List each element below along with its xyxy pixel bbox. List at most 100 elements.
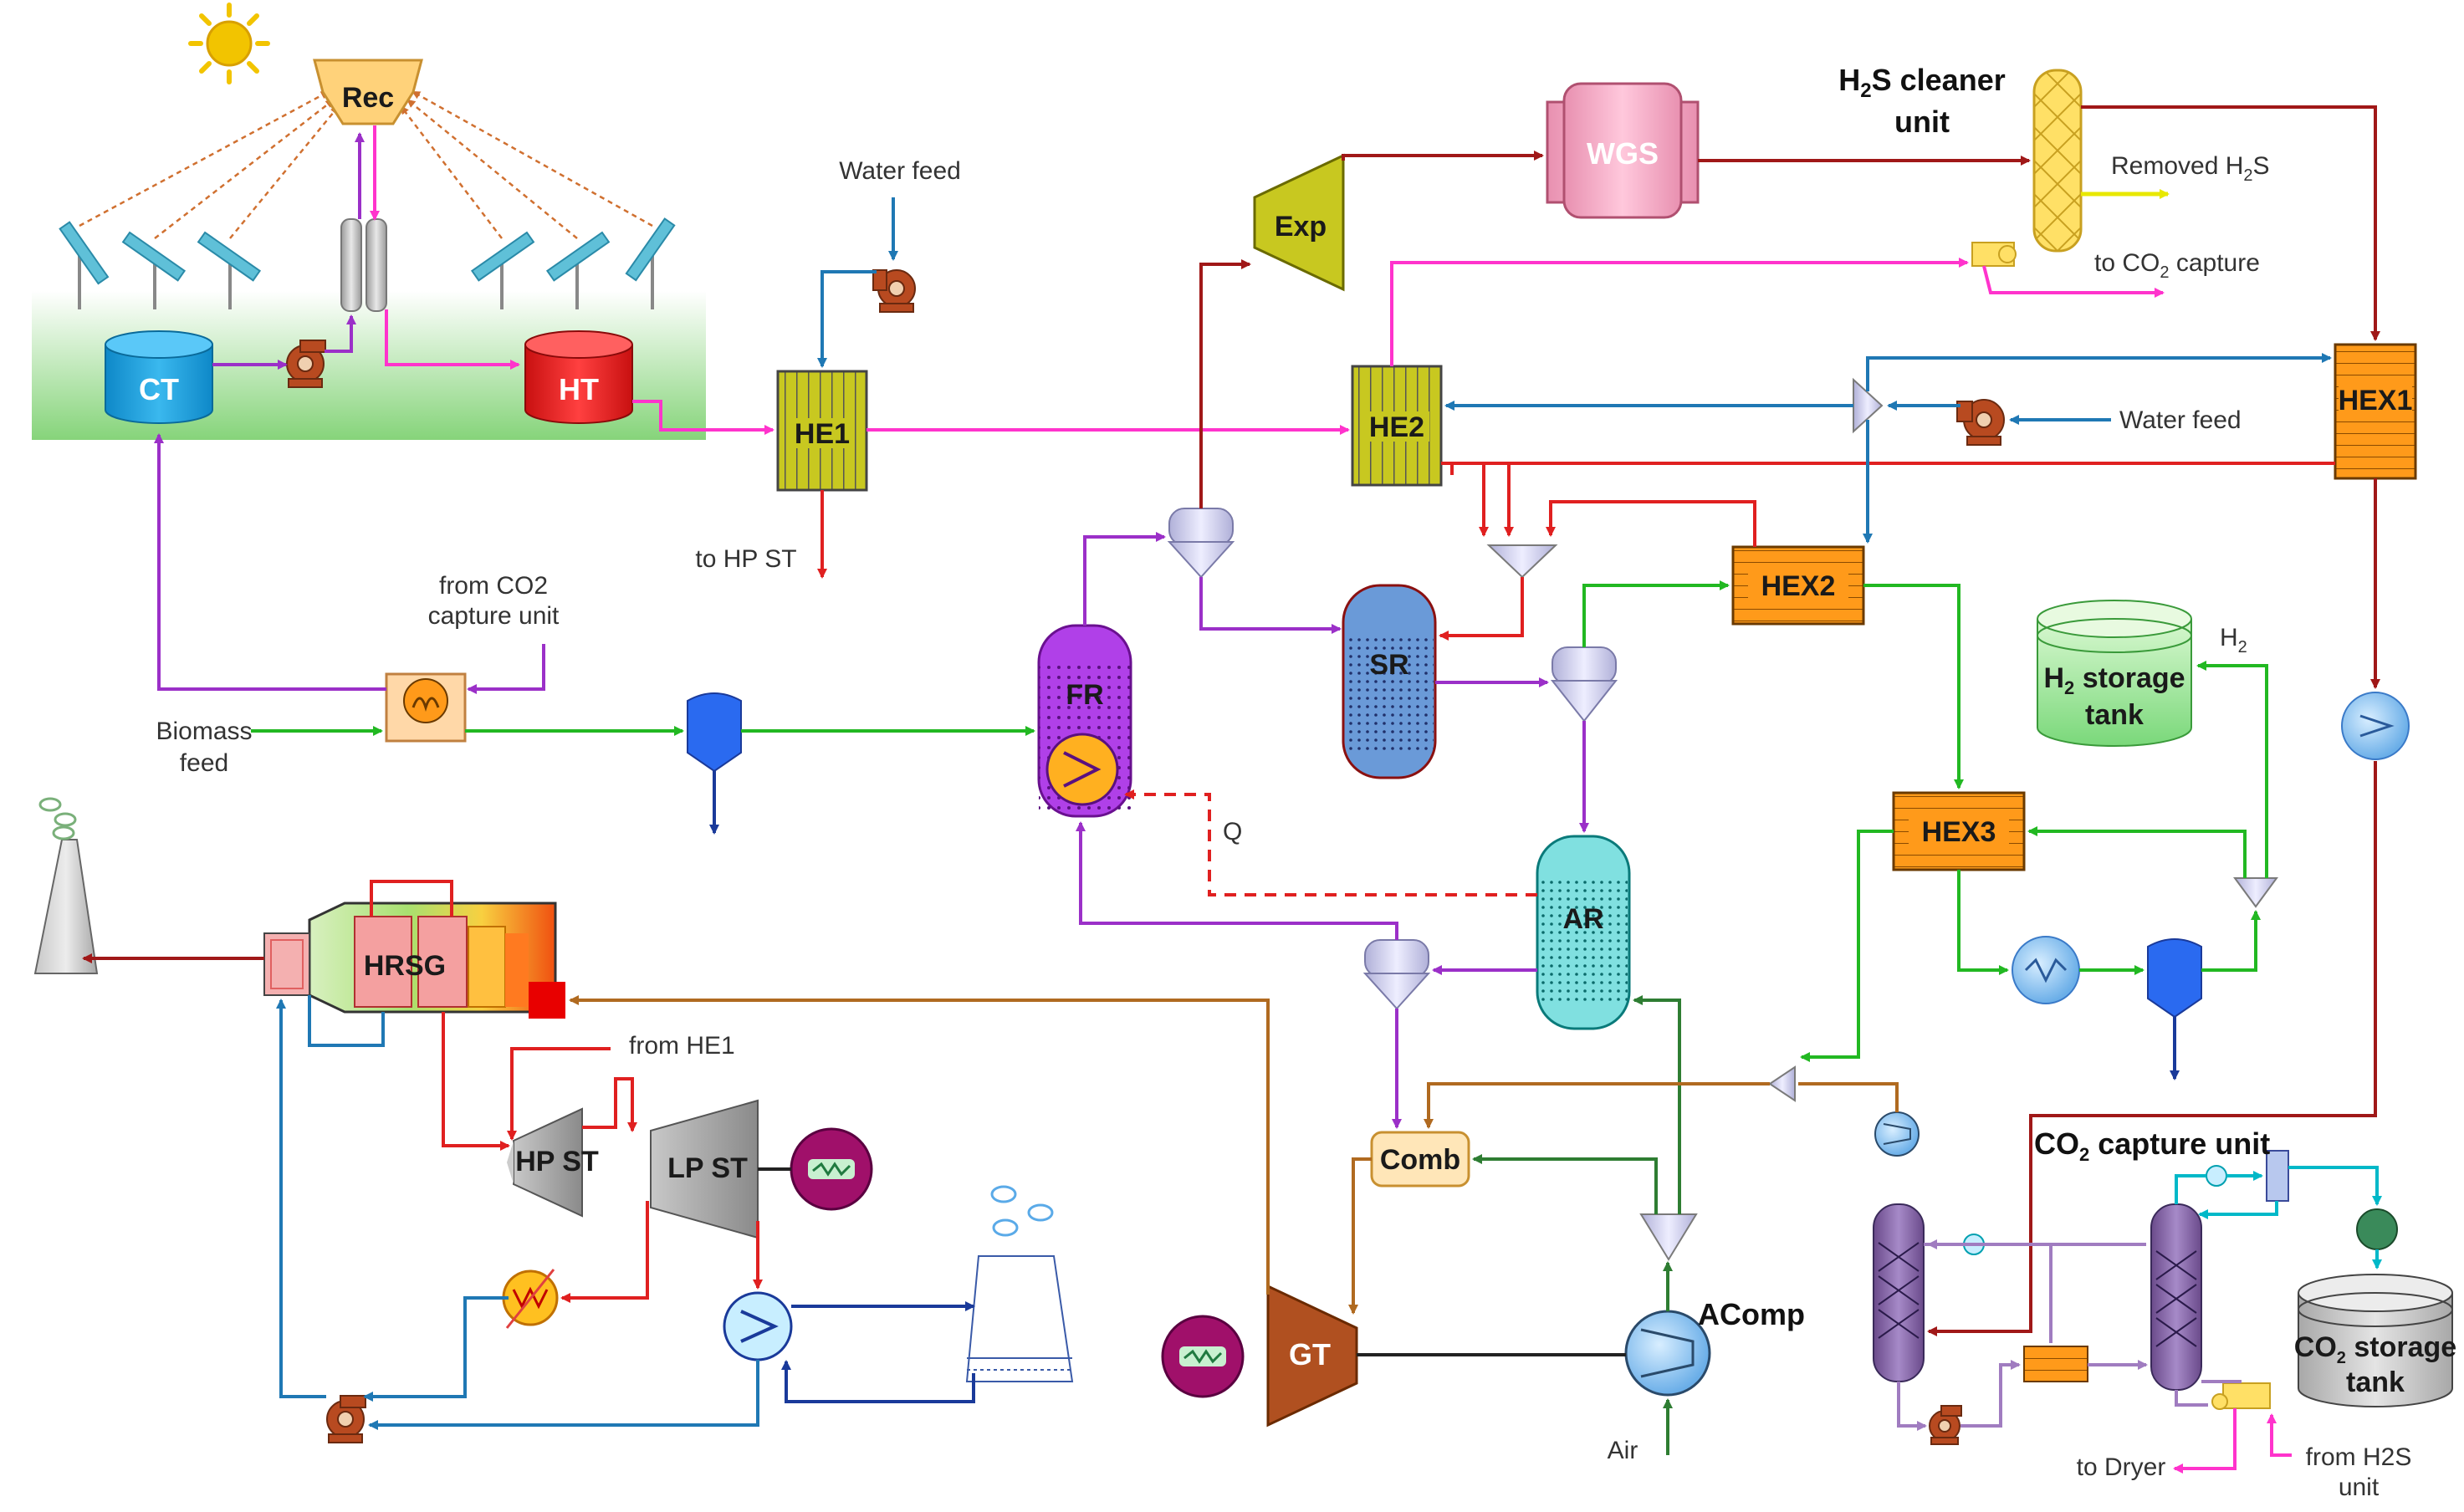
splitter-air bbox=[1639, 1213, 1698, 1261]
stream-heater-to-ct bbox=[154, 433, 386, 691]
wgs-label: WGS bbox=[1587, 136, 1659, 171]
cold-tank-label: CT bbox=[139, 372, 179, 406]
to-co2-capture-label: to CO2 capture bbox=[2094, 249, 2260, 282]
he1-label: HE1 bbox=[795, 418, 850, 450]
stream-to-dryer bbox=[2173, 1408, 2237, 1474]
stream-pump-to-tower bbox=[325, 314, 356, 353]
knockout-drum-h2 bbox=[2147, 938, 2202, 1019]
air-compressor bbox=[1624, 1310, 1711, 1397]
lean-rich-exchanger bbox=[2023, 1346, 2088, 1382]
h2s-cleaner-title-line2: unit bbox=[1894, 105, 1950, 139]
expander-label: Exp bbox=[1275, 211, 1327, 243]
hex2: HEX2 bbox=[1731, 545, 1865, 626]
heliostat-icon bbox=[470, 231, 535, 282]
comb-label: Comb bbox=[1380, 1144, 1460, 1176]
cyclone-separator-3 bbox=[1362, 939, 1431, 1010]
h2-out-label: H2 bbox=[2220, 624, 2247, 656]
hex2-label: HEX2 bbox=[1761, 570, 1836, 602]
stream-splitter-to-comb bbox=[1472, 1154, 1658, 1214]
stream-hpst-to-lpst bbox=[582, 1077, 637, 1132]
air-reactor-label: AR bbox=[1562, 903, 1603, 935]
hot-tank-label: HT bbox=[559, 372, 599, 406]
pump-icon bbox=[286, 340, 326, 388]
stream-sep2-to-hex2 bbox=[1582, 580, 1730, 647]
lp-steam-turbine: LP ST bbox=[650, 1099, 759, 1239]
stream-hrsg-loop bbox=[308, 995, 385, 1047]
stream-sep-to-exp bbox=[1199, 259, 1251, 508]
mixer-he2 bbox=[1486, 544, 1558, 579]
stream-heater-to-pump bbox=[363, 1296, 509, 1402]
to-hp-st-label: to HP ST bbox=[695, 545, 796, 573]
from-h2s-label-line2: unit bbox=[2339, 1474, 2380, 1501]
heat-flow-q bbox=[1124, 789, 1537, 896]
co2-compressor-top bbox=[1874, 1111, 1920, 1157]
stream-pump-to-lr bbox=[1960, 1360, 2021, 1428]
hrsg-label: HRSG bbox=[364, 950, 446, 982]
stream-labels: Water feed Water feed Removed H2S to CO2… bbox=[156, 152, 2411, 1501]
stream-pump-to-he1 bbox=[817, 270, 877, 368]
heliostat-icon bbox=[59, 221, 110, 285]
hex1: HEX1 bbox=[2334, 343, 2417, 480]
stream-splitter-to-h2 bbox=[2196, 661, 2268, 878]
heliostat-icon bbox=[197, 231, 262, 282]
stream-ko-to-splitter bbox=[2201, 910, 2261, 972]
stream-from-he1 bbox=[507, 1047, 611, 1141]
receiver: Rec bbox=[313, 59, 423, 125]
stream-hrsg-top-loop bbox=[370, 880, 453, 917]
stack bbox=[33, 797, 99, 974]
combustor: Comb bbox=[1370, 1131, 1470, 1188]
pump-icon bbox=[1929, 1405, 1962, 1445]
sun-icon bbox=[188, 3, 270, 84]
stream-pump-to-hrsg bbox=[276, 999, 326, 1398]
generator-icon bbox=[1161, 1315, 1245, 1398]
co2-storage-tank: CO2 storage tank bbox=[2294, 1274, 2456, 1407]
biomass-feed-label: Biomass bbox=[156, 718, 252, 745]
acomp-label: AComp bbox=[1698, 1297, 1805, 1331]
hex1-label: HEX1 bbox=[2339, 385, 2413, 416]
stream-mixer-to-sr bbox=[1439, 577, 1524, 641]
cooler-hex1-out bbox=[2341, 692, 2410, 760]
co2-storage-label: CO2 storage bbox=[2294, 1331, 2456, 1367]
removed-h2s-label: Removed H2S bbox=[2111, 152, 2270, 185]
pump-icon bbox=[326, 1395, 366, 1443]
q-label: Q bbox=[1223, 818, 1242, 845]
wgs-reactor: WGS bbox=[1546, 82, 1700, 219]
stream-splitter-to-hex3 bbox=[2027, 826, 2247, 878]
reflection-rays bbox=[79, 90, 653, 239]
he2: HE2 bbox=[1351, 365, 1443, 487]
generator-icon bbox=[790, 1127, 873, 1211]
biomass-heater bbox=[385, 672, 467, 743]
hrsg: HRSG bbox=[263, 902, 565, 1019]
stream-stripper-return bbox=[2049, 1243, 2146, 1343]
heliostat-icon bbox=[625, 217, 676, 282]
cooler-hex3-out bbox=[2012, 936, 2080, 1004]
hot-tank: HT bbox=[524, 330, 633, 424]
co2-storage-label-line2: tank bbox=[2346, 1366, 2405, 1398]
stream-ct-return bbox=[781, 1360, 975, 1403]
stream-cooler-to-absorber bbox=[1927, 761, 2377, 1336]
stripper-column bbox=[2150, 1203, 2202, 1391]
stream-sep-to-sr bbox=[1199, 577, 1342, 634]
cyclone-separator-2 bbox=[1550, 646, 1618, 723]
lp-st-label: LP ST bbox=[667, 1152, 748, 1184]
splitter-comb bbox=[1768, 1065, 1796, 1102]
steam-reactor-label: SR bbox=[1369, 649, 1408, 681]
stream-he2-to-mixer bbox=[1441, 462, 1489, 537]
expander: Exp bbox=[1253, 153, 1345, 292]
stream-stripper-top bbox=[2175, 1174, 2206, 1204]
knockout-drum-biomass bbox=[687, 692, 742, 773]
stream-comb-to-gt bbox=[1348, 1157, 1372, 1315]
stream-flash-bottom bbox=[2198, 1201, 2278, 1219]
co2-flash-drum bbox=[2266, 1150, 2289, 1202]
stream-hex2-to-mixer bbox=[1546, 500, 1756, 547]
stream-sep3-to-fr bbox=[1076, 821, 1398, 940]
h2-storage-tank: H2 storage tank bbox=[2037, 600, 2192, 747]
stream-splitter-to-ar bbox=[1633, 995, 1681, 1214]
cyclone-separator-1 bbox=[1167, 508, 1235, 579]
heater-orange bbox=[502, 1269, 559, 1329]
hp-st-label: HP ST bbox=[515, 1146, 599, 1177]
cold-tank: CT bbox=[105, 330, 213, 424]
hex3: HEX3 bbox=[1892, 791, 2026, 871]
stream-stripper-bottom bbox=[2175, 1390, 2208, 1407]
stream-co2-to-heater bbox=[467, 644, 545, 694]
